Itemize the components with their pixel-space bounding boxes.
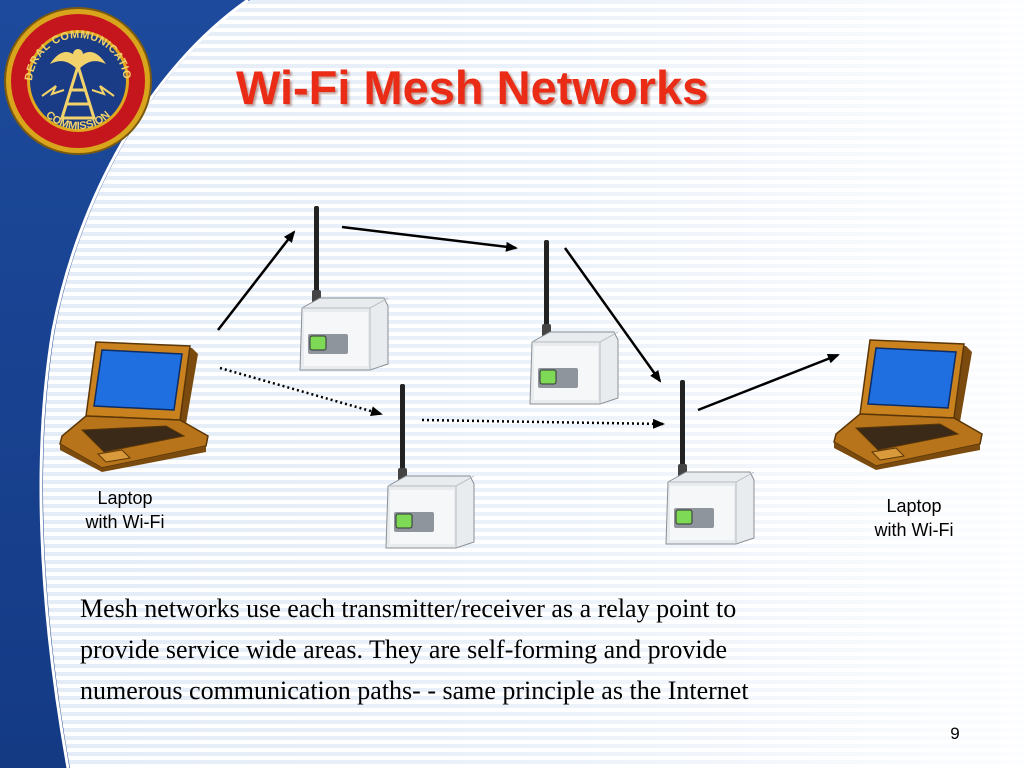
link-laptop-to-router-c-dotted	[219, 366, 383, 417]
wifi-router-a	[299, 206, 389, 371]
fcc-seal-logo: FEDERAL COMMUNICATIONS COMMISSION	[2, 6, 152, 155]
laptop-left-label-line2: with Wi-Fi	[85, 512, 165, 532]
laptop-left-icon	[59, 341, 209, 472]
laptop-left-label: Laptop with Wi-Fi	[55, 486, 195, 534]
laptop-right-label: Laptop with Wi-Fi	[844, 494, 984, 542]
laptop-left-label-line1: Laptop	[97, 488, 153, 508]
link-laptop-to-router-a	[217, 230, 296, 331]
laptop-right-label-line2: with Wi-Fi	[874, 520, 954, 540]
link-router-d-to-laptop	[697, 353, 840, 412]
body-line-2: provide service wide areas. They are sel…	[80, 635, 728, 664]
link-router-b-to-router-d	[563, 247, 662, 383]
slide-title: Wi-Fi Mesh Networks	[236, 61, 709, 114]
body-line-1: Mesh networks use each transmitter/recei…	[80, 594, 737, 623]
wifi-router-c	[385, 384, 475, 549]
link-router-c-to-router-d-dotted	[421, 418, 665, 429]
wifi-router-b	[529, 240, 619, 405]
page-number: 9	[950, 724, 960, 743]
laptop-right-label-line1: Laptop	[886, 496, 942, 516]
body-line-3: numerous communication paths- - same pri…	[80, 676, 749, 705]
wifi-router-d	[665, 380, 755, 545]
link-router-a-to-router-b	[341, 225, 518, 252]
slide-body-text: Mesh networks use each transmitter/recei…	[80, 588, 980, 711]
laptop-right-icon	[833, 339, 983, 470]
